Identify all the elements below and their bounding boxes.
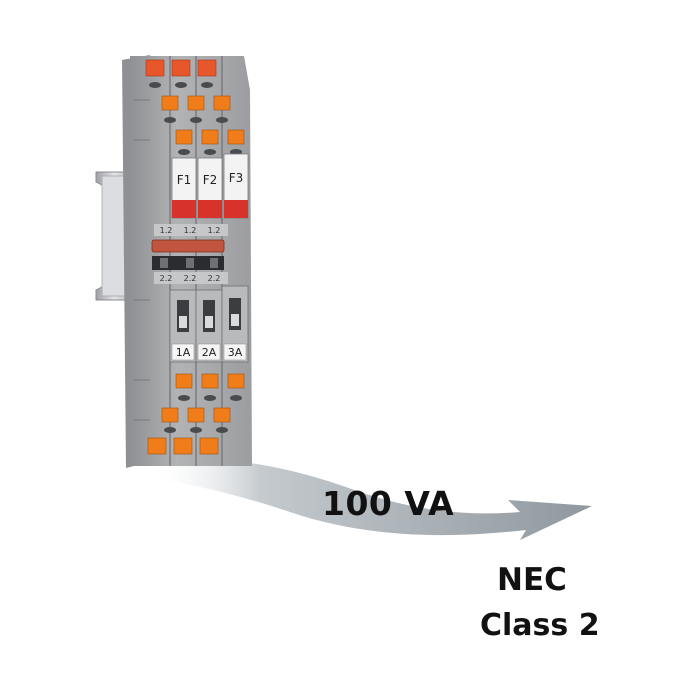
svg-text:1.2: 1.2 — [208, 226, 221, 235]
power-rating-caption: 100 VA — [322, 484, 455, 523]
fuse-label-3: F3 — [229, 171, 244, 185]
fuse-module-2: F2 — [197, 157, 223, 219]
terminal-row-bottom-3 — [147, 437, 219, 455]
svg-text:2.2: 2.2 — [160, 274, 173, 283]
terminal-row-top-2 — [161, 95, 231, 111]
breaker-module-3: 3A — [221, 285, 249, 363]
breaker-module-2: 2A — [195, 289, 223, 363]
terminal-row-top-3 — [175, 129, 245, 145]
screw-holes-lower — [164, 395, 242, 433]
current-label-3: 3A — [228, 346, 243, 359]
current-label-2: 2A — [202, 346, 217, 359]
terminal-markings-bottom: 2.2 2.2 2.2 — [154, 272, 228, 284]
current-label-1: 1A — [176, 346, 191, 359]
standard-caption-line2: Class 2 — [480, 608, 600, 643]
terminal-row-bottom-1 — [175, 373, 245, 389]
svg-text:1.2: 1.2 — [184, 226, 197, 235]
terminal-row-bottom-2 — [161, 407, 231, 423]
din-rail-icon — [95, 171, 133, 301]
fuse-label-1: F1 — [177, 173, 192, 187]
fuse-label-2: F2 — [203, 173, 218, 187]
svg-text:2.2: 2.2 — [208, 274, 221, 283]
screw-holes — [149, 82, 242, 155]
housing-ridges — [134, 99, 150, 421]
terminal-row-top-1 — [145, 59, 217, 77]
fuse-module-3: F3 — [223, 153, 249, 219]
terminal-markings-top: 1.2 1.2 1.2 — [154, 224, 228, 236]
svg-text:2.2: 2.2 — [184, 274, 197, 283]
terminal-block-device: F1 F2 F3 1.2 1.2 1.2 2.2 2.2 — [122, 55, 252, 468]
swoosh-arrow-icon — [150, 459, 592, 540]
breaker-module-1: 1A — [169, 289, 197, 363]
fuse-module-1: F1 — [171, 157, 197, 219]
standard-caption-line1: NEC — [497, 562, 567, 598]
bridge-bar — [151, 239, 225, 253]
svg-text:1.2: 1.2 — [160, 226, 173, 235]
